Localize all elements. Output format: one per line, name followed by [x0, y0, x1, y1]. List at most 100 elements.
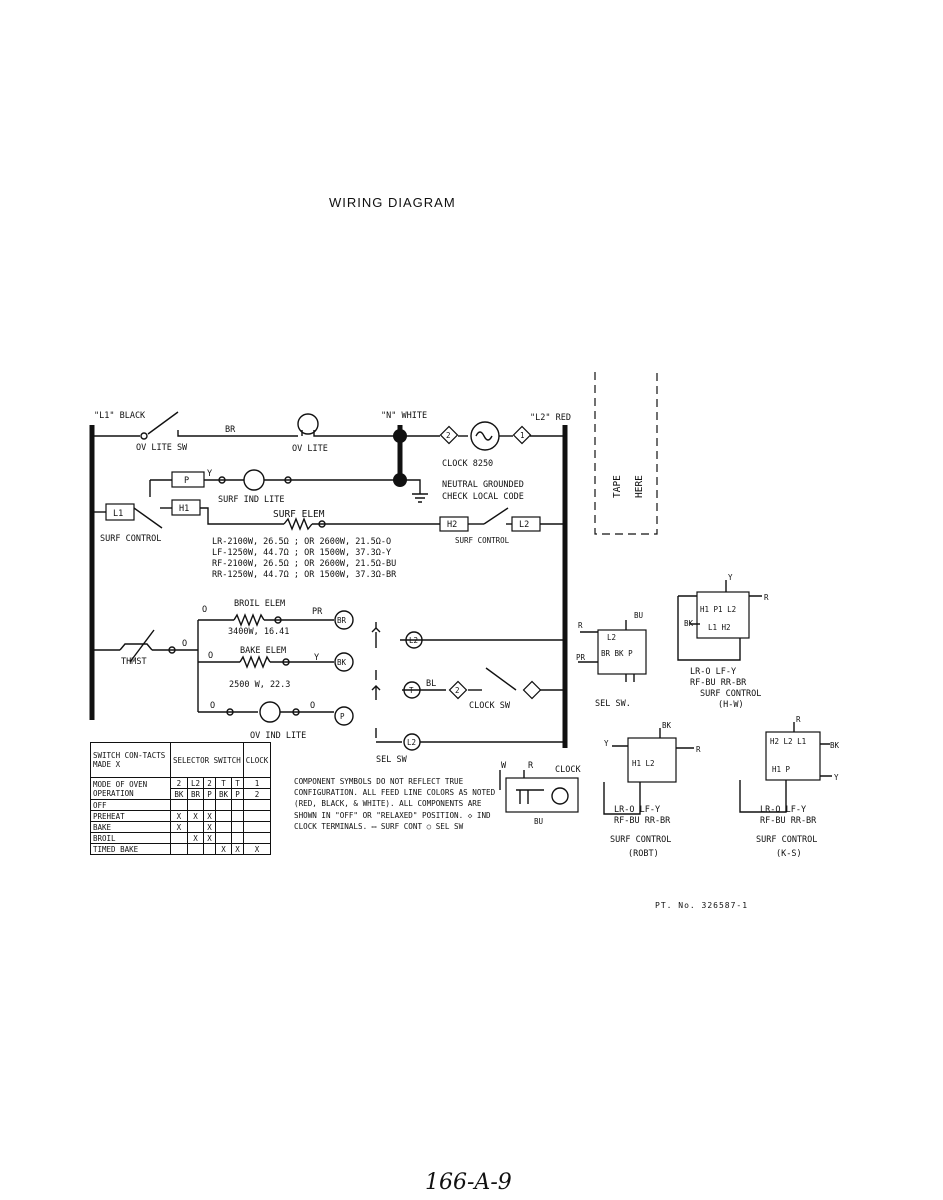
thermostat-symbol	[119, 643, 153, 651]
contact-bottom: BR	[186, 788, 205, 800]
ks-control-leads	[739, 722, 832, 813]
mark-cell	[170, 843, 188, 855]
mark-cell: X	[186, 810, 205, 822]
hw-bk-lead: BK	[684, 619, 694, 628]
ov-ind-lite	[259, 701, 281, 723]
robt-bk-lead: BK	[662, 721, 672, 730]
mark-cell: X	[203, 832, 216, 844]
surf-control-switch-2	[483, 507, 509, 525]
terminal	[318, 520, 326, 528]
contact-bottom: P	[231, 788, 244, 800]
robt-rf-rr: RF-BU RR-BR	[614, 816, 671, 826]
clock-sw-label: CLOCK SW	[469, 701, 511, 711]
l1-box-label: L1	[113, 509, 123, 519]
sel-sw-pr-lead: PR	[576, 653, 586, 662]
l1-terminal-box	[105, 503, 135, 521]
clock-detail-label: CLOCK	[555, 765, 581, 775]
mark-cell	[170, 799, 188, 811]
terminal-label: L2	[407, 738, 416, 747]
thermostat-arrow	[129, 629, 155, 663]
selector-switch-header: SELECTOR SWITCH	[170, 742, 244, 778]
sel-sw-terminal-t	[403, 681, 421, 699]
sel-sw-terminal-p	[334, 706, 354, 726]
terminal-label: T	[409, 686, 414, 695]
surf-control-label: SURF CONTROL	[100, 534, 161, 544]
ov-lite-sw-label: OV LITE SW	[136, 443, 188, 453]
surf-elem-resistor	[283, 517, 313, 531]
sel-sw-terminal-label: L2	[607, 633, 616, 642]
mark-cell	[203, 843, 216, 855]
terminal	[218, 476, 226, 484]
terminal	[274, 616, 282, 624]
sel-sw-terminal-l2-a	[405, 631, 423, 649]
ks-surf-control-label: SURF CONTROL	[756, 835, 817, 845]
o-wire-label-2: O	[202, 605, 207, 615]
robt-r-lead: R	[696, 745, 701, 754]
neutral-grounded-label: NEUTRAL GROUNDED	[442, 480, 524, 490]
ov-ind-lite-label: OV IND LITE	[250, 731, 306, 741]
ks-label: (K-S)	[776, 849, 802, 859]
robt-lr-lf: LR-O LF-Y	[614, 805, 660, 815]
broil-elem-label: BROIL ELEM	[234, 599, 285, 609]
page-number: 166-A-9	[425, 1170, 512, 1195]
contacts-made-header: SWITCH CON-TACTS MADE X	[90, 742, 171, 778]
ks-lr-lf: LR-O LF-Y	[760, 805, 806, 815]
neutral-junction-top	[393, 429, 407, 443]
clock-terminal-2	[439, 425, 459, 445]
sel-sw-detail-label: SEL SW.	[595, 699, 631, 709]
hw-terminal-labels: H1 P1 L2	[700, 605, 736, 614]
l2-box-label: L2	[519, 520, 529, 530]
clock-sw-terminal-1	[522, 680, 542, 700]
o-wire-label-5: O	[310, 701, 315, 711]
terminal-bk-label: BK	[337, 658, 347, 667]
hw-control-leads	[677, 580, 762, 661]
clock-detail-box	[505, 777, 579, 813]
mark-cell: X	[231, 843, 244, 855]
hw-rf-rr: RF-BU RR-BR	[690, 678, 747, 688]
l2-label: "L2" RED	[530, 413, 571, 423]
clock-dial	[551, 787, 569, 805]
robt-control-body	[627, 737, 677, 783]
sel-sw-detail-leads	[578, 620, 635, 682]
clock-sw-terminal-2	[448, 680, 468, 700]
wire	[177, 430, 298, 437]
mode-cell: OFF	[90, 799, 171, 811]
terminal-label: P	[340, 712, 345, 721]
hw-terminal-labels-2: L1 H2	[708, 623, 731, 632]
mark-cell	[231, 810, 244, 822]
hw-y-lead: Y	[728, 573, 733, 582]
h1-label: H1	[179, 504, 189, 514]
sel-sw-terminal-br	[334, 610, 354, 630]
mark-cell	[242, 832, 272, 844]
wire	[200, 507, 284, 525]
n-label: "N" WHITE	[381, 411, 427, 421]
mark-cell	[214, 821, 233, 833]
mark-cell	[214, 810, 233, 822]
mark-cell: X	[203, 810, 216, 822]
element-rating-lr: LR-2100W, 26.5Ω ; OR 2600W, 21.5Ω-O	[212, 537, 391, 547]
mark-cell	[231, 832, 244, 844]
clock-terminal-number: 1	[520, 431, 525, 440]
mark-cell	[214, 799, 233, 811]
mark-cell: X	[186, 832, 205, 844]
mark-cell: X	[170, 810, 188, 822]
sel-sw-terminal-bk	[334, 652, 354, 672]
clock-terminal-1	[512, 425, 532, 445]
terminal	[292, 708, 300, 716]
terminal	[226, 708, 234, 716]
switch-contacts-table: SWITCH CON-TACTS MADE X SELECTOR SWITCH …	[90, 742, 272, 855]
terminal	[284, 476, 292, 484]
mark-cell	[186, 843, 205, 855]
pr-wire-label: PR	[312, 607, 323, 617]
hw-control-body	[696, 591, 750, 639]
r-label: R	[528, 761, 534, 771]
ks-terminal-labels: H2 L2 L1	[770, 737, 806, 746]
mode-header: MODE OF OVEN OPERATION	[90, 777, 171, 800]
terminal	[140, 432, 148, 440]
surf-ind-lite	[243, 469, 265, 491]
ground-symbol	[400, 479, 428, 503]
clock-header: CLOCK	[242, 742, 272, 778]
mode-cell: TIMED BAKE	[90, 843, 171, 855]
mark-cell	[231, 821, 244, 833]
